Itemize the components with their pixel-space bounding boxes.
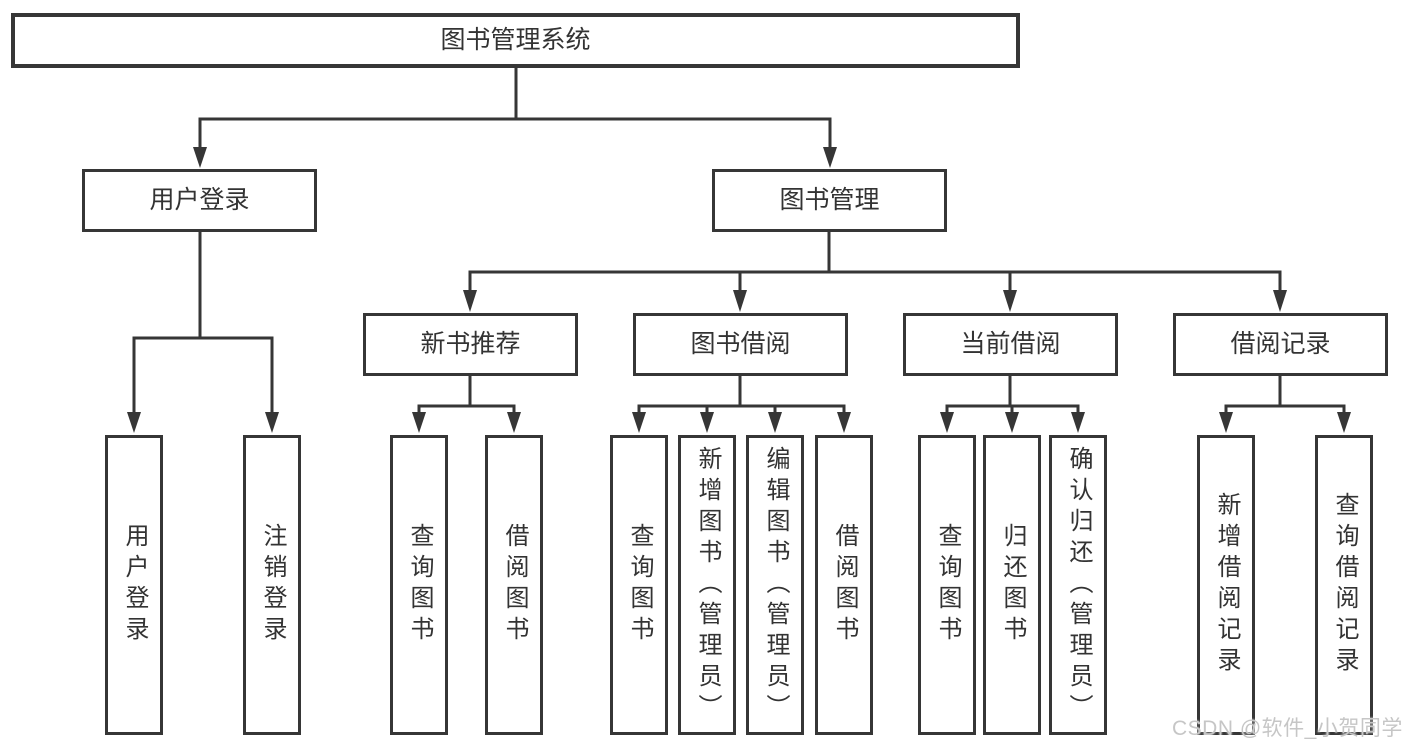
leaf-query-book-2: 查询图书 (610, 435, 668, 735)
leaf-confirm-return-admin: 确认归还（管理员） (1049, 435, 1107, 735)
leaf-add-borrow-record: 新增借阅记录 (1197, 435, 1255, 735)
connector-book-borrow-children (637, 376, 846, 413)
leaf-logout: 注销登录 (243, 435, 301, 735)
node-book-borrow: 图书借阅 (633, 313, 848, 376)
leaf-user-login: 用户登录 (105, 435, 163, 735)
leaf-edit-book-admin: 编辑图书（管理员） (746, 435, 804, 735)
node-system-root: 图书管理系统 (11, 13, 1020, 68)
leaf-borrow-book-2: 借阅图书 (815, 435, 873, 735)
node-book-management: 图书管理 (712, 169, 947, 232)
node-user-login: 用户登录 (82, 169, 317, 232)
connector-current-borrow-children (945, 376, 1080, 413)
connector-root-to-level2 (198, 68, 832, 149)
leaf-query-book-1: 查询图书 (390, 435, 448, 735)
leaf-add-book-admin: 新增图书（管理员） (678, 435, 736, 735)
connector-new-book-children (417, 376, 516, 413)
leaf-query-book-3: 查询图书 (918, 435, 976, 735)
csdn-watermark: CSDN @软件_小贺同学 (1172, 717, 1403, 740)
node-new-book-recommend: 新书推荐 (363, 313, 578, 376)
leaf-borrow-book-1: 借阅图书 (485, 435, 543, 735)
node-borrow-record: 借阅记录 (1173, 313, 1388, 376)
leaf-query-borrow-record: 查询借阅记录 (1315, 435, 1373, 735)
leaf-return-book: 归还图书 (983, 435, 1041, 735)
connector-user-login-children (132, 232, 274, 413)
connector-book-mgmt-to-level3 (468, 232, 1282, 291)
connector-borrow-record-children (1224, 376, 1346, 413)
node-current-borrow: 当前借阅 (903, 313, 1118, 376)
